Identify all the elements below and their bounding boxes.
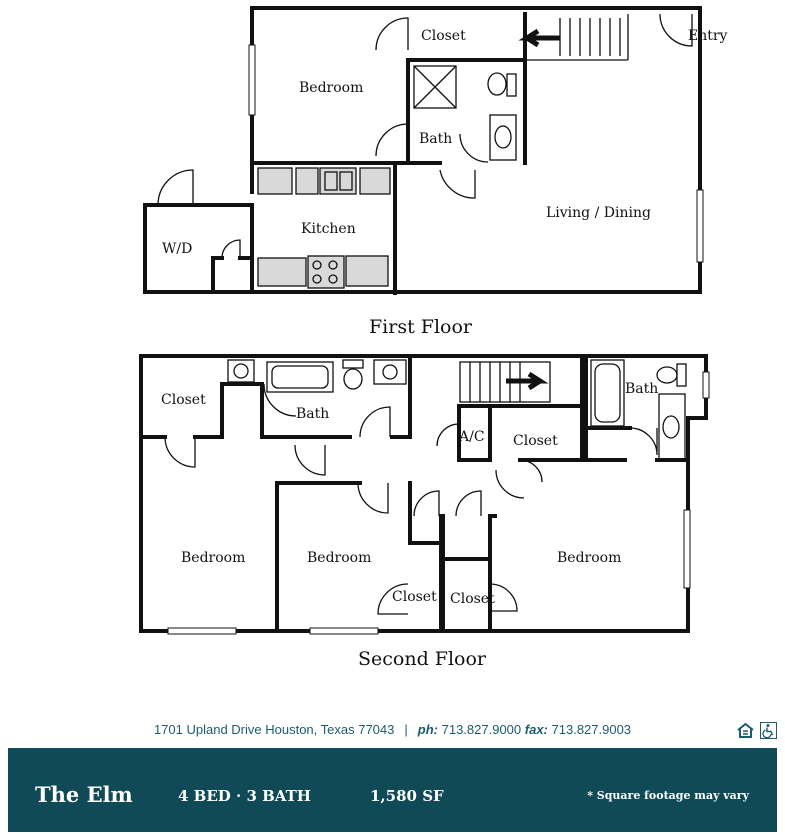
room-label-closet-bottom-left: Closet: [392, 589, 437, 605]
second-floor-plan: Closet Bath Bath A/C Closet Bedroom Bedr…: [139, 354, 710, 670]
fax-label: fax:: [524, 722, 548, 737]
floorplan-name: The Elm: [35, 782, 133, 807]
first-floor-title: First Floor: [369, 316, 473, 338]
room-label-closet: Closet: [421, 28, 466, 44]
room-label-closet-center: Closet: [513, 433, 558, 449]
room-label-bedroom-right: Bedroom: [557, 550, 621, 566]
room-label-entry: Entry: [688, 28, 728, 44]
square-footage: 1,580 SF: [370, 787, 444, 805]
room-label-closet-bottom-right: Closet: [450, 591, 495, 607]
phone-label: ph:: [417, 722, 438, 737]
room-label-wd: W/D: [162, 241, 192, 257]
room-label-bedroom-middle: Bedroom: [307, 550, 371, 566]
beds-baths: 4 BED · 3 BATH: [178, 787, 311, 805]
room-label-kitchen: Kitchen: [301, 221, 356, 237]
second-floor-title: Second Floor: [358, 648, 487, 670]
accessibility-icon: [760, 722, 777, 739]
square-footage-note: * Square footage may vary: [587, 789, 749, 802]
equal-housing-icon: [737, 722, 754, 739]
stairs-icon: [518, 18, 621, 56]
contact-line: 1701 Upland Drive Houston, Texas 77043 | p…: [0, 722, 785, 737]
room-label-living-dining: Living / Dining: [546, 205, 651, 221]
room-label-bath-right: Bath: [625, 381, 658, 397]
stairs-icon: [459, 361, 551, 403]
separator: |: [404, 722, 408, 737]
phone-link[interactable]: 713.827.9000: [441, 722, 522, 737]
room-label-bedroom: Bedroom: [299, 80, 363, 96]
floor-plan: Closet Entry Bedroom Bath Kitchen Living…: [139, 6, 728, 670]
icons-group: [737, 722, 777, 739]
address-text: 1701 Upland Drive Houston, Texas 77043: [153, 722, 395, 737]
room-label-bath-center: Bath: [296, 406, 329, 422]
room-label-ac: A/C: [458, 429, 485, 445]
room-label-bedroom-left: Bedroom: [181, 550, 245, 566]
fax-text: 713.827.9003: [551, 722, 632, 737]
room-label-closet-left: Closet: [161, 392, 206, 408]
room-label-bath: Bath: [419, 131, 452, 147]
footer-banner: The Elm 4 BED · 3 BATH 1,580 SF * Square…: [8, 748, 777, 832]
first-floor-plan: Closet Entry Bedroom Bath Kitchen Living…: [143, 6, 728, 338]
